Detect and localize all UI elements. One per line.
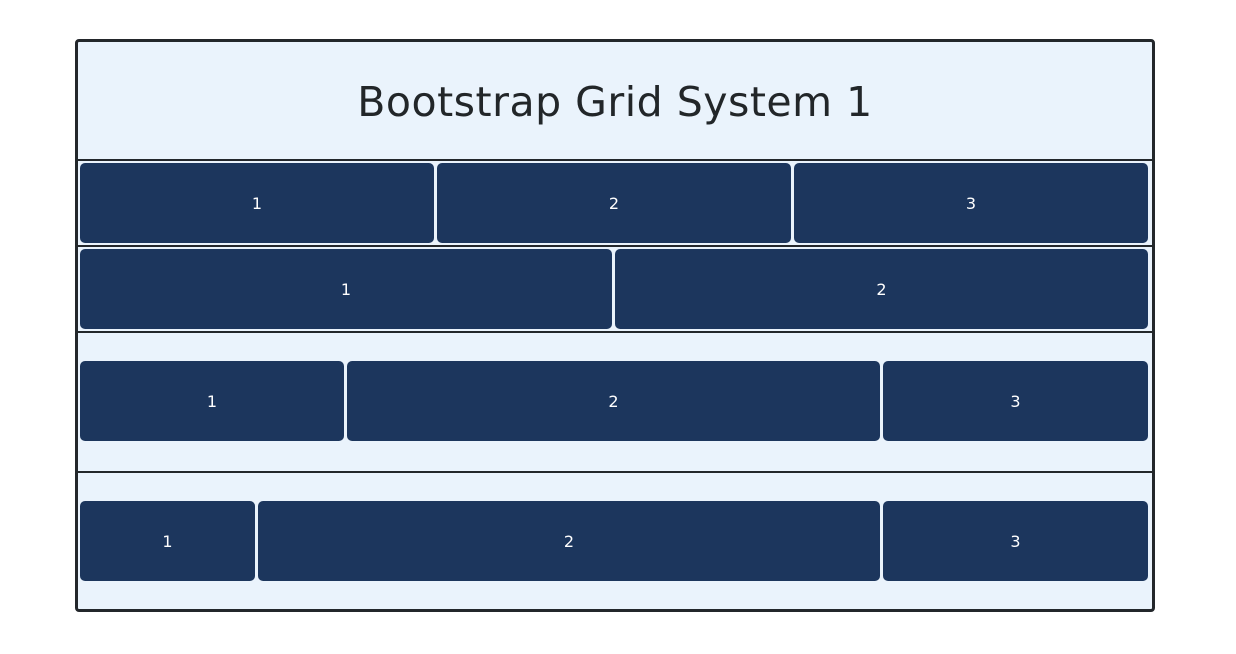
grid-demo-container: Bootstrap Grid System 1 1 2 3 1 2 1 2 3 … — [75, 39, 1155, 612]
grid-row-2: 1 2 — [78, 247, 1152, 333]
grid-cell: 3 — [794, 163, 1148, 243]
grid-cell: 2 — [437, 163, 791, 243]
grid-cell: 1 — [80, 361, 344, 441]
grid-cell: 2 — [615, 249, 1148, 329]
grid-cell: 1 — [80, 501, 255, 581]
grid-row-3: 1 2 3 — [78, 333, 1152, 473]
grid-cell: 1 — [80, 163, 434, 243]
grid-row-1: 1 2 3 — [78, 161, 1152, 247]
grid-cell: 1 — [80, 249, 612, 329]
grid-cell: 2 — [258, 501, 880, 581]
page-header: Bootstrap Grid System 1 — [78, 42, 1152, 161]
grid-row-4: 1 2 3 — [78, 473, 1152, 609]
grid-cell: 2 — [347, 361, 880, 441]
grid-cell: 3 — [883, 361, 1148, 441]
page-title: Bootstrap Grid System 1 — [357, 77, 873, 126]
grid-cell: 3 — [883, 501, 1148, 581]
